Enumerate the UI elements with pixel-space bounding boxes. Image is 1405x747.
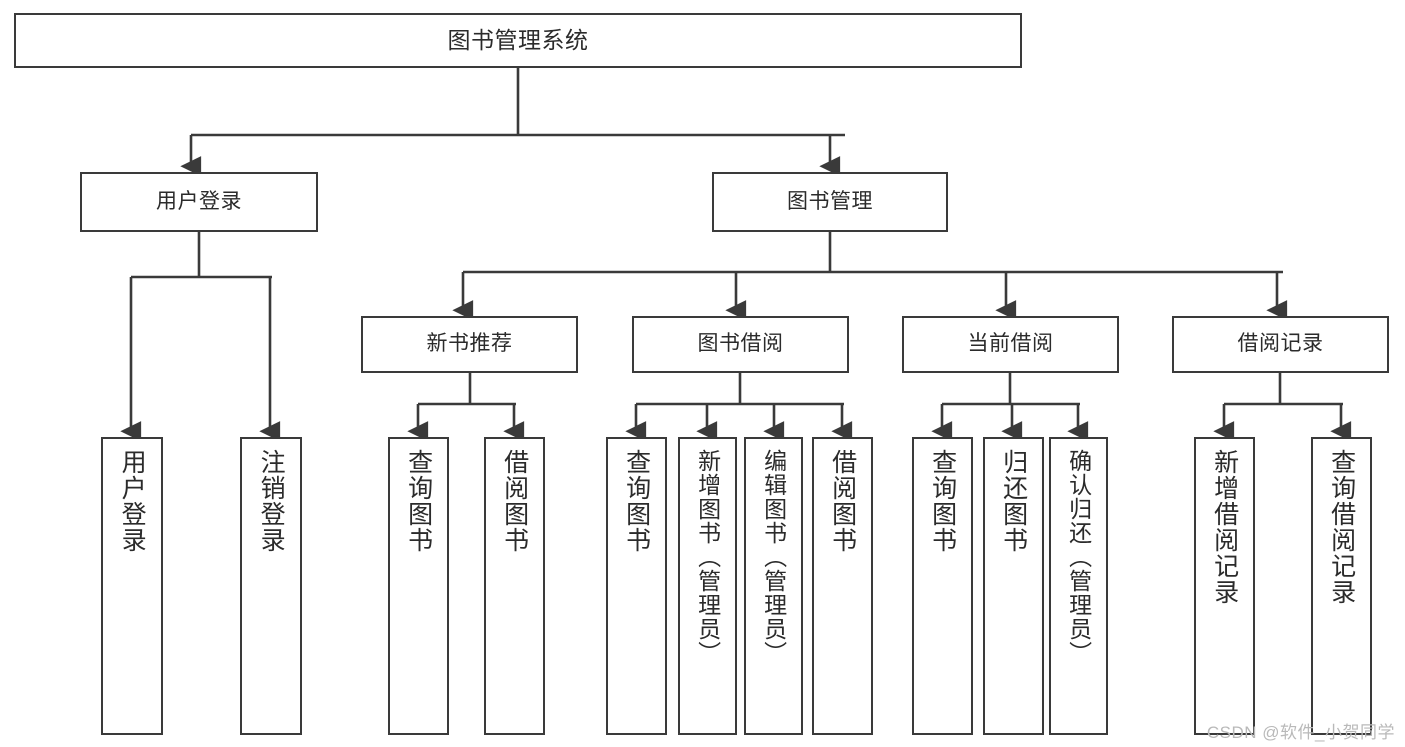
node-label: 新增图书（管理员） <box>694 449 721 665</box>
node-label: 借阅图书 <box>500 449 529 553</box>
node-leaf-user-login[interactable]: 用户登录 <box>101 437 163 735</box>
node-user-login[interactable]: 用户登录 <box>80 172 318 232</box>
node-label: 当前借阅 <box>967 332 1054 356</box>
node-label: 查询借阅记录 <box>1327 449 1356 605</box>
node-label: 图书借阅 <box>697 332 784 356</box>
node-leaf-query-book-borrow[interactable]: 查询图书 <box>606 437 667 735</box>
node-label: 图书管理系统 <box>447 26 589 53</box>
node-leaf-borrow-book-recommend[interactable]: 借阅图书 <box>484 437 545 735</box>
node-label: 查询图书 <box>622 449 651 553</box>
node-book-borrow[interactable]: 图书借阅 <box>632 316 849 373</box>
node-label: 归还图书 <box>999 449 1028 553</box>
node-leaf-query-borrow-record[interactable]: 查询借阅记录 <box>1311 437 1372 735</box>
node-label: 用户登录 <box>156 189 242 213</box>
node-label: 借阅图书 <box>828 449 857 553</box>
node-leaf-borrow-book[interactable]: 借阅图书 <box>812 437 873 735</box>
node-label: 确认归还（管理员） <box>1065 449 1092 665</box>
node-label: 借阅记录 <box>1237 332 1324 356</box>
node-label: 新书推荐 <box>426 332 513 356</box>
node-current-borrow[interactable]: 当前借阅 <box>902 316 1119 373</box>
node-leaf-add-book[interactable]: 新增图书（管理员） <box>678 437 737 735</box>
node-book-manage[interactable]: 图书管理 <box>712 172 948 232</box>
node-root-book-management-system[interactable]: 图书管理系统 <box>14 13 1022 68</box>
node-new-book-recommend[interactable]: 新书推荐 <box>361 316 578 373</box>
node-leaf-logout-login[interactable]: 注销登录 <box>240 437 302 735</box>
node-leaf-query-book-recommend[interactable]: 查询图书 <box>388 437 449 735</box>
node-leaf-add-borrow-record[interactable]: 新增借阅记录 <box>1194 437 1255 735</box>
node-leaf-return-book[interactable]: 归还图书 <box>983 437 1044 735</box>
node-label: 用户登录 <box>118 449 147 553</box>
node-label: 新增借阅记录 <box>1210 449 1239 605</box>
node-label: 查询图书 <box>404 449 433 553</box>
node-leaf-edit-book[interactable]: 编辑图书（管理员） <box>744 437 803 735</box>
node-borrow-record[interactable]: 借阅记录 <box>1172 316 1389 373</box>
csdn-watermark: CSDN @软件_小贺同学 <box>1206 723 1395 742</box>
node-label: 查询图书 <box>928 449 957 553</box>
node-label: 注销登录 <box>257 449 286 553</box>
node-leaf-query-book-current[interactable]: 查询图书 <box>912 437 973 735</box>
node-label: 编辑图书（管理员） <box>760 449 787 665</box>
node-label: 图书管理 <box>787 189 873 213</box>
node-leaf-confirm-return[interactable]: 确认归还（管理员） <box>1049 437 1108 735</box>
